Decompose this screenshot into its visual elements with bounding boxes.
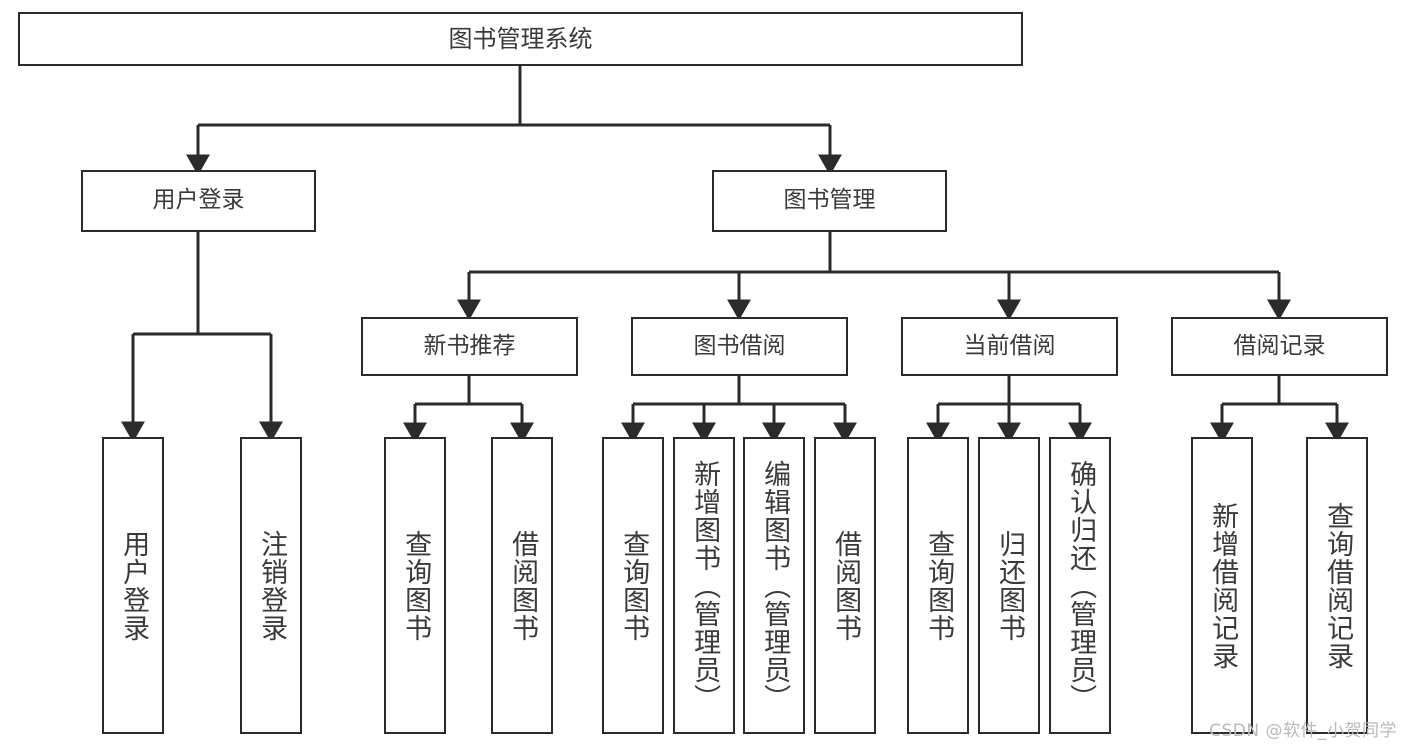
node-leaf-borrow-book[interactable]: 借阅图书 — [814, 437, 876, 734]
node-leaf-query-borrow-record[interactable]: 查询借阅记录 — [1306, 437, 1368, 734]
node-leaf-recommend-borrow-book[interactable]: 借阅图书 — [491, 437, 553, 734]
node-leaf-return-book[interactable]: 归还图书 — [978, 437, 1040, 734]
node-leaf-add-book-admin[interactable]: 新增图书（管理员） — [673, 437, 735, 734]
node-leaf-user-login[interactable]: 用户登录 — [102, 437, 164, 734]
node-user-login[interactable]: 用户登录 — [81, 170, 316, 232]
node-leaf-add-book-admin-label: 新增图书（管理员） — [689, 459, 721, 712]
node-current-borrow-label: 当前借阅 — [963, 332, 1056, 359]
node-borrow-record[interactable]: 借阅记录 — [1171, 317, 1388, 376]
node-leaf-logout[interactable]: 注销登录 — [240, 437, 302, 734]
node-leaf-recommend-query-book[interactable]: 查询图书 — [384, 437, 446, 734]
node-book-management[interactable]: 图书管理 — [712, 170, 947, 232]
node-leaf-confirm-return-admin[interactable]: 确认归还（管理员） — [1049, 437, 1111, 734]
node-leaf-current-query-book[interactable]: 查询图书 — [907, 437, 969, 734]
node-user-login-label: 用户登录 — [152, 187, 245, 214]
watermark: CSDN @软件_小贺同学 — [1209, 721, 1397, 741]
node-leaf-user-login-label: 用户登录 — [118, 529, 150, 642]
node-leaf-recommend-borrow-book-label: 借阅图书 — [507, 529, 539, 642]
node-borrow-record-label: 借阅记录 — [1233, 332, 1326, 359]
node-leaf-confirm-return-admin-label: 确认归还（管理员） — [1065, 459, 1097, 712]
node-root[interactable]: 图书管理系统 — [18, 12, 1023, 66]
node-book-borrow-label: 图书借阅 — [693, 332, 786, 359]
node-current-borrow[interactable]: 当前借阅 — [901, 317, 1118, 376]
node-new-book-recommend-label: 新书推荐 — [423, 332, 516, 359]
node-leaf-recommend-query-book-label: 查询图书 — [400, 529, 432, 642]
node-leaf-add-borrow-record-label: 新增借阅记录 — [1207, 501, 1239, 670]
node-book-borrow[interactable]: 图书借阅 — [631, 317, 848, 376]
node-root-label: 图书管理系统 — [448, 24, 593, 53]
node-leaf-borrow-query-book[interactable]: 查询图书 — [602, 437, 664, 734]
node-leaf-return-book-label: 归还图书 — [994, 529, 1026, 642]
node-leaf-edit-book-admin-label: 编辑图书（管理员） — [759, 459, 791, 712]
node-new-book-recommend[interactable]: 新书推荐 — [361, 317, 578, 376]
node-book-management-label: 图书管理 — [783, 187, 876, 214]
node-leaf-current-query-book-label: 查询图书 — [923, 529, 955, 642]
node-leaf-logout-label: 注销登录 — [256, 529, 288, 642]
node-leaf-borrow-book-label: 借阅图书 — [830, 529, 862, 642]
node-leaf-borrow-query-book-label: 查询图书 — [618, 529, 650, 642]
node-leaf-edit-book-admin[interactable]: 编辑图书（管理员） — [743, 437, 805, 734]
node-leaf-add-borrow-record[interactable]: 新增借阅记录 — [1191, 437, 1253, 734]
node-leaf-query-borrow-record-label: 查询借阅记录 — [1322, 501, 1354, 670]
